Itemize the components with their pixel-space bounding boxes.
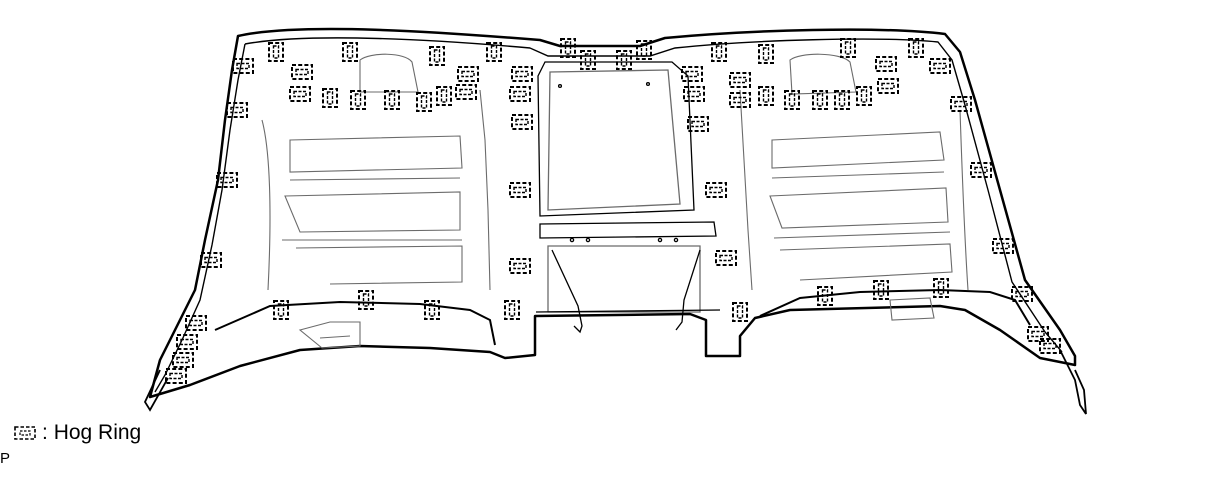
- hog-ring-13: [455, 84, 477, 100]
- hog-ring-1: [268, 42, 284, 62]
- hog-ring-23: [908, 38, 924, 58]
- hog-ring-10: [384, 90, 400, 110]
- hog-ring-15: [511, 66, 533, 82]
- hog-ring-35: [226, 102, 248, 118]
- hog-ring-7: [289, 86, 311, 102]
- right-panel-details: [739, 53, 969, 321]
- hog-ring-50: [715, 250, 737, 266]
- hog-ring-34: [877, 78, 899, 94]
- wire-hook-right: [1059, 349, 1087, 415]
- hog-ring-14: [457, 66, 479, 82]
- center-panel: [535, 61, 721, 334]
- hog-ring-49: [705, 182, 727, 198]
- hog-ring-20: [711, 42, 727, 62]
- hog-ring-24: [875, 56, 897, 72]
- hog-ring-40: [172, 352, 194, 368]
- hog-ring-18: [616, 50, 632, 70]
- hog-ring-51: [732, 302, 748, 322]
- hog-ring-41: [165, 368, 187, 384]
- hog-ring-46: [504, 300, 520, 320]
- inner-frame-line-left: [154, 43, 246, 393]
- hog-ring-60: [424, 300, 440, 320]
- hog-ring-45: [509, 258, 531, 274]
- hog-ring-2: [342, 42, 358, 62]
- hog-ring-39: [176, 334, 198, 350]
- hog-ring-symbol-icon: [14, 426, 36, 440]
- inner-frame-line: [244, 37, 1063, 353]
- hog-ring-12: [436, 86, 452, 106]
- hog-ring-42: [509, 86, 531, 102]
- hog-ring-37: [200, 252, 222, 268]
- hog-ring-3: [429, 46, 445, 66]
- hog-ring-36: [216, 172, 238, 188]
- left-bottom-lip: [214, 300, 496, 346]
- hog-ring-group: [165, 38, 1061, 384]
- hog-ring-55: [1011, 286, 1033, 302]
- legend: : Hog Ring: [14, 419, 141, 447]
- outer-frame-wire: [148, 27, 1077, 399]
- hog-ring-29: [758, 86, 774, 106]
- hog-ring-62: [873, 280, 889, 300]
- legend-label: : Hog Ring: [42, 419, 141, 447]
- hog-ring-5: [232, 58, 254, 74]
- hog-ring-16: [560, 38, 576, 58]
- corner-mark: P: [0, 450, 11, 467]
- hog-ring-47: [683, 86, 705, 102]
- hog-ring-58: [273, 300, 289, 320]
- hog-ring-33: [856, 86, 872, 106]
- hog-ring-63: [933, 278, 949, 298]
- hog-ring-22: [840, 38, 856, 58]
- left-panel-details: [261, 53, 491, 349]
- hog-ring-43: [511, 114, 533, 130]
- legend-colon: :: [42, 421, 48, 444]
- hog-ring-25: [929, 58, 951, 74]
- hog-ring-52: [950, 96, 972, 112]
- hog-ring-8: [322, 88, 338, 108]
- hog-ring-56: [1027, 326, 1049, 342]
- hog-ring-44: [509, 182, 531, 198]
- wire-hook-left: [143, 369, 169, 412]
- hog-ring-17: [580, 50, 596, 70]
- hog-ring-9: [350, 90, 366, 110]
- hog-ring-11: [416, 92, 432, 112]
- hog-ring-59: [358, 290, 374, 310]
- hog-ring-32: [834, 90, 850, 110]
- hog-ring-6: [291, 64, 313, 80]
- hog-ring-27: [729, 72, 751, 88]
- legend-hog-ring-text: Hog Ring: [53, 421, 142, 444]
- hog-ring-21: [758, 44, 774, 64]
